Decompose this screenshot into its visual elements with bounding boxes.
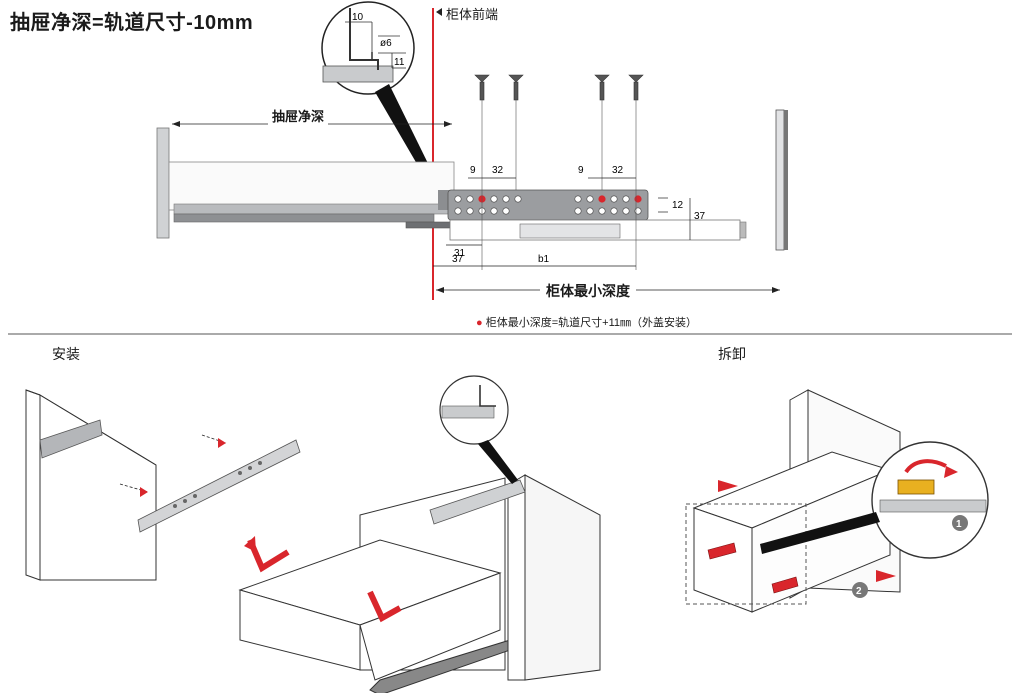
page-title: 抽屉净深=轨道尺寸-10mm — [10, 12, 254, 34]
dim-detail-d6: ø6 — [380, 38, 392, 49]
screw-hole-markers — [173, 461, 262, 508]
install-step-cabinet-panel — [25, 389, 157, 581]
install-detail-magnifier — [439, 375, 518, 484]
cabinet-front-label: 柜体前端 — [446, 7, 499, 22]
rail-holes — [454, 195, 642, 215]
installation-illustrations: 1 2 — [25, 375, 989, 693]
release-levers-red — [707, 542, 799, 594]
step-marker-1 — [952, 515, 968, 531]
small-dim-lines — [433, 177, 691, 267]
note-row: ● 柜体最小深度=轨道尺寸+11㎜（外盖安装） — [476, 314, 697, 330]
remove-cabinet — [692, 389, 901, 613]
section-install-title: 安装 — [52, 346, 80, 362]
dim-9a: 9 — [470, 165, 476, 176]
install-drawer-box — [238, 477, 511, 693]
min-depth-note: 柜体最小深度=轨道尺寸+11㎜（外盖安装） — [485, 317, 697, 329]
cabinet-back-wall — [775, 109, 785, 251]
dim-b1: b1 — [538, 254, 550, 265]
dim-32a: 32 — [492, 165, 504, 176]
cabinet-front-arrow — [436, 8, 442, 16]
dim-detail-11: 11 — [394, 57, 405, 68]
drawer-depth-label: 抽屉净深 — [268, 106, 329, 125]
install-cabinet-right — [507, 474, 601, 681]
red-bullet-icon: ● — [476, 317, 483, 329]
cabinet-min-depth-label: 柜体最小深度 — [540, 281, 636, 301]
dim-12: 12 — [672, 200, 684, 211]
dim-9b: 9 — [578, 165, 584, 176]
dim-32b: 32 — [612, 165, 624, 176]
technical-drawing: 10 ø6 11 — [8, 1, 1012, 335]
pull-arrow-top — [718, 480, 738, 492]
dim-detail-10: 10 — [352, 12, 364, 23]
step-number-2: 2 — [856, 586, 862, 597]
rail-assembly — [447, 189, 747, 241]
section-remove-title: 拆卸 — [718, 346, 746, 362]
step-number-1: 1 — [956, 519, 962, 530]
dim-37-horizontal: 37 — [452, 254, 464, 265]
step-marker-2 — [852, 582, 868, 598]
dim-31: 31 — [454, 248, 466, 259]
dim-37-vertical: 37 — [694, 211, 706, 222]
pull-arrow-bottom — [876, 570, 896, 582]
screw-arrows — [119, 434, 227, 497]
screw-guide-lines — [481, 100, 637, 270]
screw-icons — [474, 74, 644, 101]
